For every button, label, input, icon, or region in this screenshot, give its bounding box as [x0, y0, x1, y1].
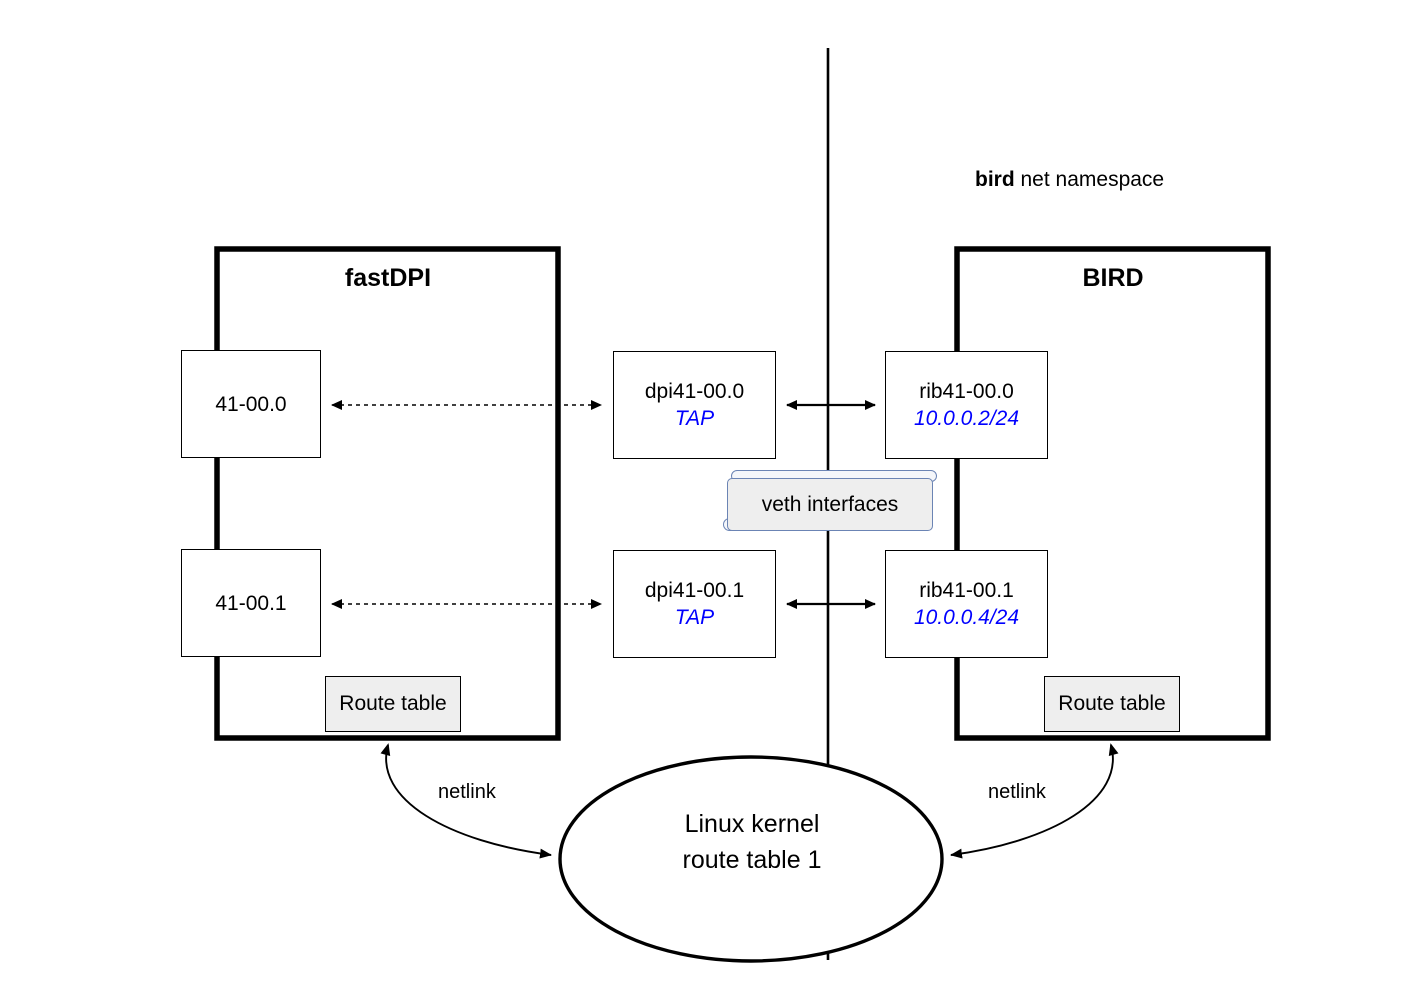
route-table-fastdpi[interactable]: Route table [325, 676, 461, 732]
node-sublabel-type: TAP [674, 407, 715, 430]
edge-label-netlink-left: netlink [438, 781, 496, 803]
route-table-label: Route table [339, 692, 447, 715]
edge-label-netlink-right: netlink [988, 781, 1046, 803]
node-sublabel-address: 10.0.0.2/24 [913, 407, 1020, 430]
bird-container-title: BIRD [1082, 264, 1144, 292]
note-body: veth interfaces [727, 478, 933, 531]
node-label: dpi41-00.1 [644, 579, 745, 602]
node-label: 41-00.1 [215, 591, 287, 615]
bird-namespace-label-strong: bird [975, 168, 1015, 191]
bird-namespace-label-rest: net namespace [1014, 168, 1165, 191]
veth-note[interactable]: veth interfaces [723, 470, 937, 535]
note-label: veth interfaces [761, 492, 899, 516]
node-label: 41-00.0 [215, 392, 287, 416]
linux-kernel-label-line1: Linux kernel [684, 810, 820, 838]
node-fastdpi-port-41-00-1[interactable]: 41-00.1 [181, 549, 321, 657]
node-tap-dpi41-00-1[interactable]: dpi41-00.1 TAP [613, 550, 776, 658]
node-sublabel-address: 10.0.0.4/24 [913, 606, 1020, 629]
node-rib-rib41-00-0[interactable]: rib41-00.0 10.0.0.2/24 [885, 351, 1048, 459]
fastdpi-container-title: fastDPI [344, 264, 432, 292]
node-sublabel-type: TAP [674, 606, 715, 629]
node-tap-dpi41-00-0[interactable]: dpi41-00.0 TAP [613, 351, 776, 459]
route-table-label: Route table [1058, 692, 1166, 715]
node-label: dpi41-00.0 [644, 380, 745, 403]
bird-namespace-label: bird net namespace [975, 167, 1164, 193]
node-label: rib41-00.1 [919, 579, 1014, 602]
route-table-bird[interactable]: Route table [1044, 676, 1180, 732]
node-rib-rib41-00-1[interactable]: rib41-00.1 10.0.0.4/24 [885, 550, 1048, 658]
node-label: rib41-00.0 [919, 380, 1014, 403]
node-fastdpi-port-41-00-0[interactable]: 41-00.0 [181, 350, 321, 458]
linux-kernel-label-line2: route table 1 [682, 846, 822, 874]
linux-kernel-label: Linux kernel route table 1 [560, 806, 944, 878]
